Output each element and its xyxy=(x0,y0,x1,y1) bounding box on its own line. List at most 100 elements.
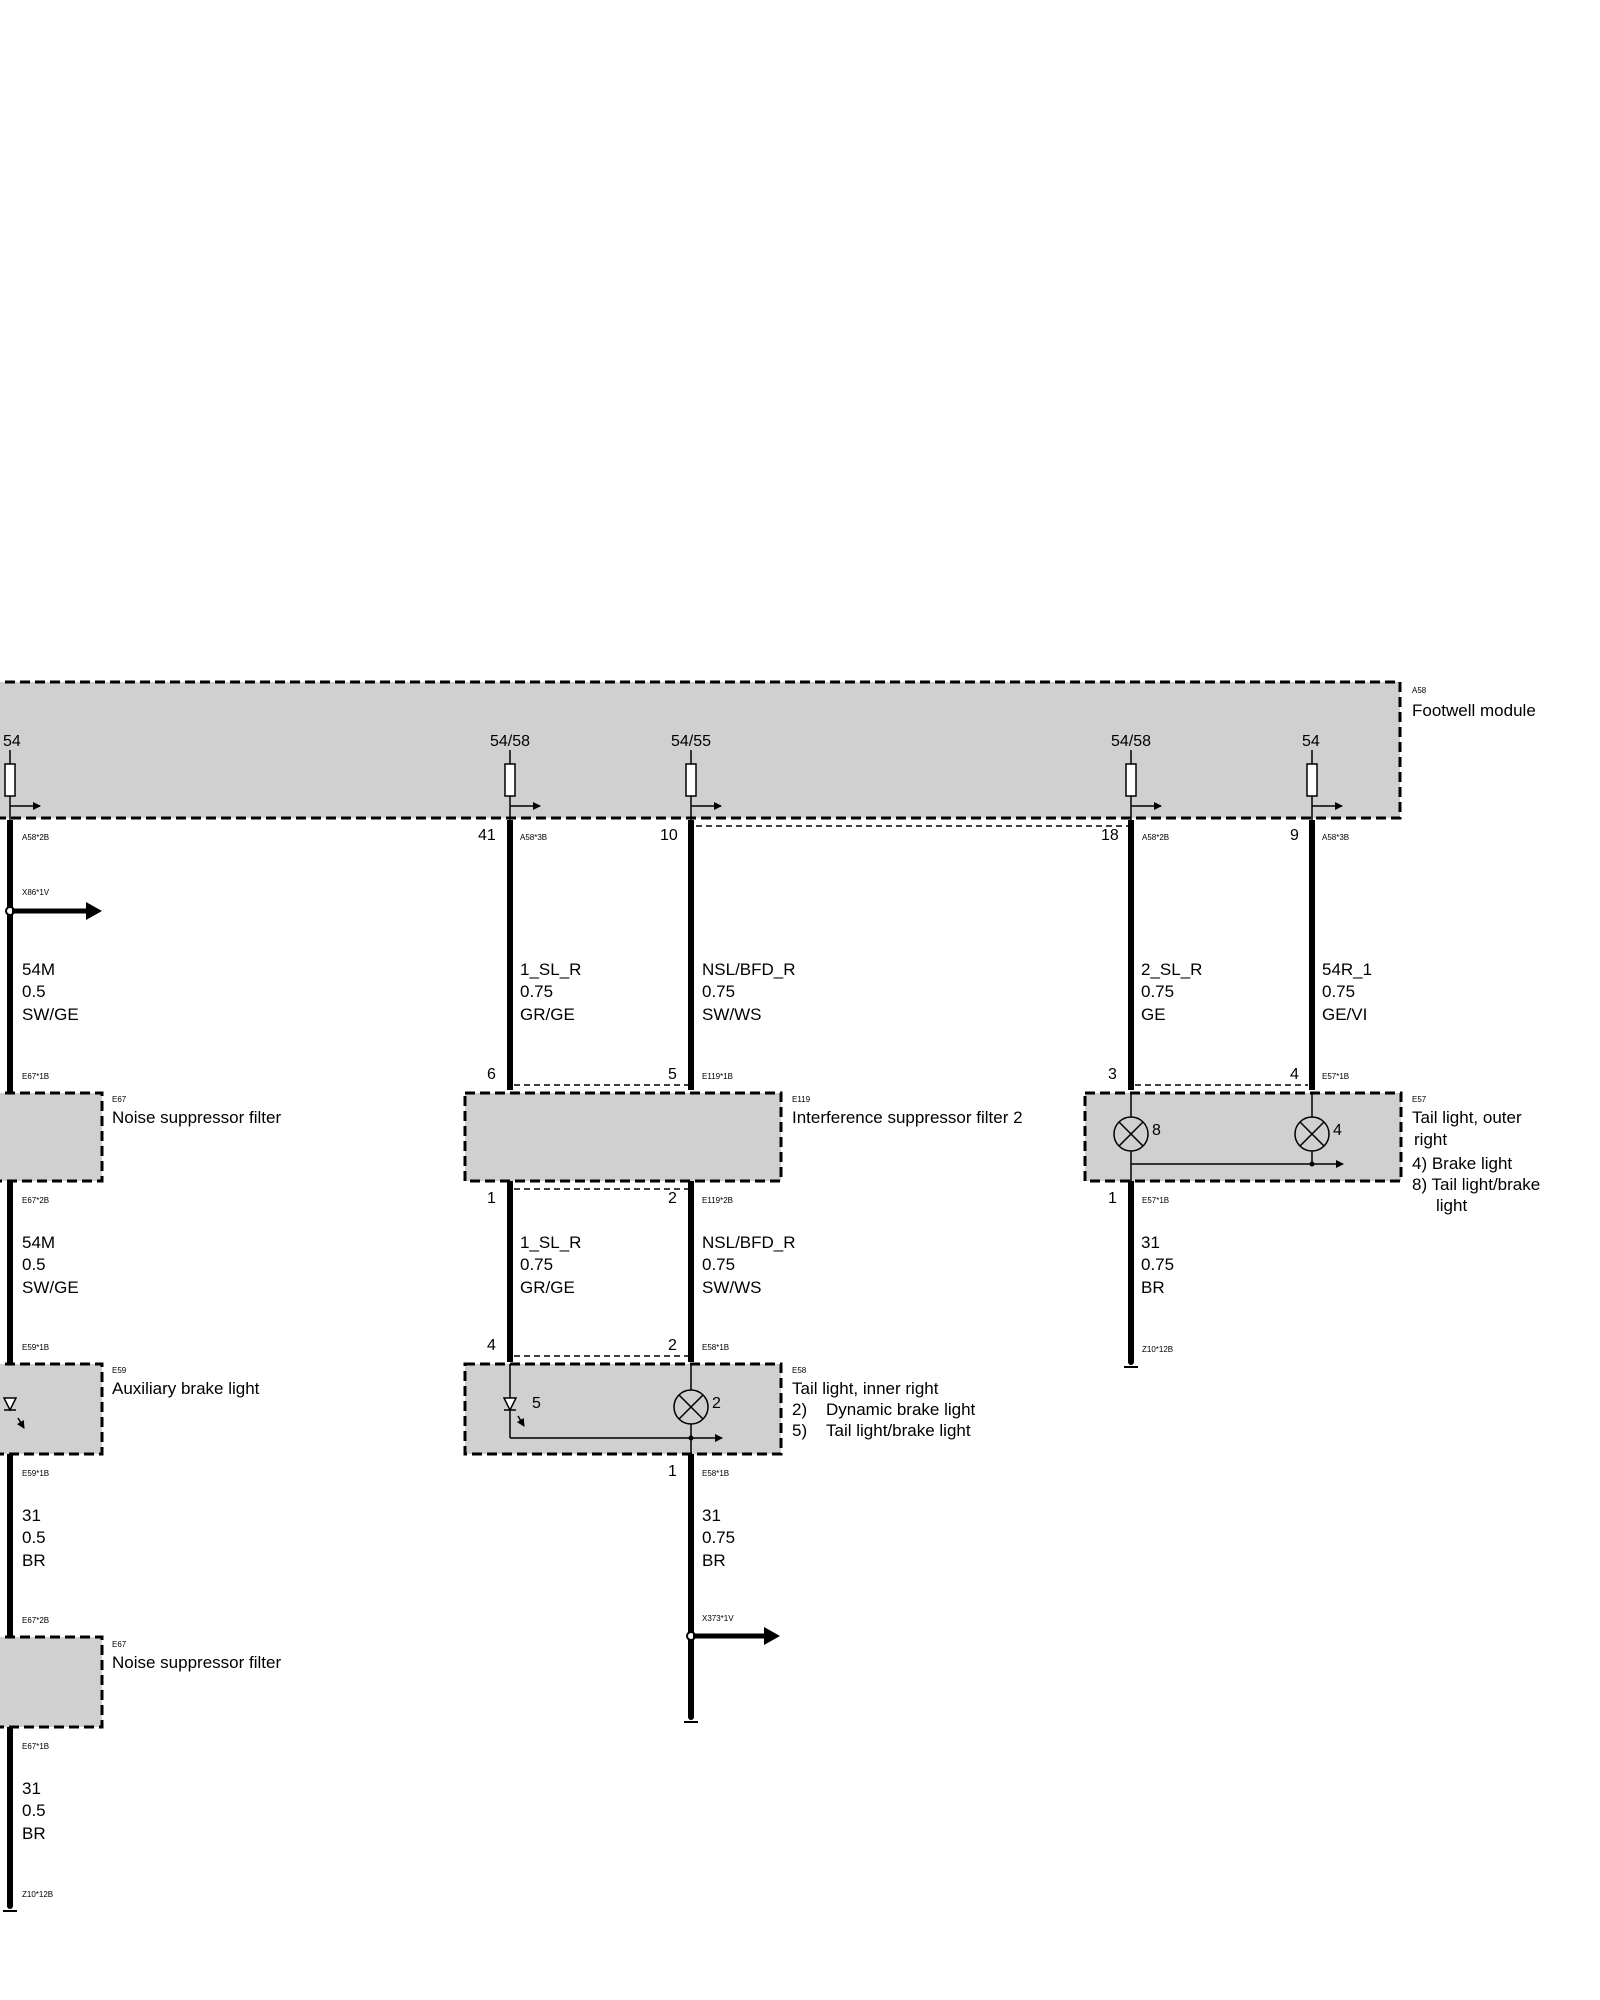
ground-label: Z10*12B xyxy=(22,1890,53,1899)
e58-box xyxy=(463,1362,783,1456)
wire-name: 31 xyxy=(22,1779,41,1798)
pin-number: 18 xyxy=(1101,827,1119,844)
e67-box-lower xyxy=(0,1635,104,1729)
fuse-label: 54/55 xyxy=(671,733,711,750)
connector-label: E58*1B xyxy=(702,1469,729,1478)
wire-name: 2_SL_R xyxy=(1141,960,1202,979)
fuse-label: 54 xyxy=(1302,733,1320,750)
led-icon xyxy=(2,1397,18,1412)
wire-name: 1_SL_R xyxy=(520,1233,581,1252)
legend-num: 5) xyxy=(792,1421,807,1440)
component-code: E67 xyxy=(112,1095,127,1104)
connector-label: E57*1B xyxy=(1322,1072,1349,1081)
wire-size: 0.75 xyxy=(1141,1255,1174,1274)
wire-name: 54R_1 xyxy=(1322,960,1372,979)
wire-color: GR/GE xyxy=(520,1278,575,1297)
pin-number: 3 xyxy=(1108,1066,1117,1083)
pin-number: 41 xyxy=(478,827,496,844)
component-title: Interference suppressor filter 2 xyxy=(792,1108,1023,1127)
pin-number: 10 xyxy=(660,827,678,844)
wire-color: SW/GE xyxy=(22,1278,79,1297)
wire-color: GR/GE xyxy=(520,1005,575,1024)
fuse-label: 54/58 xyxy=(1111,733,1151,750)
connector-label: E67*1B xyxy=(22,1742,49,1751)
e59-box xyxy=(0,1362,104,1456)
connector-label: A58*3B xyxy=(1322,833,1349,842)
wire-size: 0.75 xyxy=(702,982,735,1001)
wire-color: BR xyxy=(22,1824,46,1843)
fuse-symbol xyxy=(1125,763,1137,797)
wire-color: SW/GE xyxy=(22,1005,79,1024)
component-code: E119 xyxy=(792,1095,811,1104)
connector-label: A58*3B xyxy=(520,833,547,842)
component-title: Tail light, outer xyxy=(1412,1108,1522,1127)
wire-size: 0.75 xyxy=(1141,982,1174,1001)
pin-number: 2 xyxy=(668,1190,677,1207)
splice-arrow-head xyxy=(764,1627,780,1645)
connector-label: E58*1B xyxy=(702,1343,729,1352)
lamp-index: 8 xyxy=(1152,1122,1161,1139)
wire-size: 0.75 xyxy=(702,1528,735,1547)
pin-number: 4 xyxy=(487,1337,496,1354)
component-title: Tail light, inner right xyxy=(792,1379,939,1398)
connector-label: E67*1B xyxy=(22,1072,49,1081)
wire-name: 31 xyxy=(22,1506,41,1525)
wire-size: 0.75 xyxy=(702,1255,735,1274)
wire-size: 0.75 xyxy=(1322,982,1355,1001)
component-title: Auxiliary brake light xyxy=(112,1379,260,1398)
connector-label: E67*2B xyxy=(22,1616,49,1625)
wire-name: 54M xyxy=(22,1233,55,1252)
pin-number: 1 xyxy=(487,1190,496,1207)
component-code: E59 xyxy=(112,1366,127,1375)
wire-size: 0.75 xyxy=(520,1255,553,1274)
legend-text: 4) Brake light xyxy=(1412,1154,1512,1173)
wire-color: GE xyxy=(1141,1005,1166,1024)
pin-number: 1 xyxy=(668,1463,677,1480)
wire-name: NSL/BFD_R xyxy=(702,1233,796,1252)
splice-arrow-head xyxy=(86,902,102,920)
ground-label: Z10*12B xyxy=(1142,1345,1173,1354)
wire-name: 1_SL_R xyxy=(520,960,581,979)
connector-label: A58*2B xyxy=(22,833,49,842)
ground-symbol xyxy=(688,1714,694,1720)
fuse-label: 54 xyxy=(3,733,21,750)
pin-number: 5 xyxy=(668,1066,677,1083)
legend-text: Tail light/brake light xyxy=(826,1421,971,1440)
legend-text-cont: light xyxy=(1436,1196,1467,1215)
wire-size: 0.5 xyxy=(22,1528,46,1547)
lamp-index: 2 xyxy=(712,1395,721,1412)
legend-text: Dynamic brake light xyxy=(826,1400,976,1419)
ground-symbol xyxy=(7,1903,13,1909)
fuse-symbol xyxy=(685,763,697,797)
fuse-symbol xyxy=(4,763,16,797)
wire-color: SW/WS xyxy=(702,1005,762,1024)
connector-label: A58*2B xyxy=(1142,833,1169,842)
connector-label: E67*2B xyxy=(22,1196,49,1205)
fuse-col-2: 54/58 xyxy=(490,733,541,820)
pin-number: 1 xyxy=(1108,1190,1117,1207)
wire-color: GE/VI xyxy=(1322,1005,1367,1024)
fuse-symbol xyxy=(504,763,516,797)
lamp-index: 4 xyxy=(1333,1122,1342,1139)
fuse-col-5: 54 xyxy=(1302,733,1343,820)
fuse-label: 54/58 xyxy=(490,733,530,750)
pin-number: 2 xyxy=(668,1337,677,1354)
footwell-module-box xyxy=(0,680,1402,820)
component-title: Noise suppressor filter xyxy=(112,1653,281,1672)
component-title-cont: right xyxy=(1414,1130,1447,1149)
led-index: 5 xyxy=(532,1395,541,1412)
pin-number: 4 xyxy=(1290,1066,1299,1083)
wire-color: BR xyxy=(702,1551,726,1570)
pin-number: 6 xyxy=(487,1066,496,1083)
e67-box-upper xyxy=(0,1091,104,1183)
wire-size: 0.5 xyxy=(22,1801,46,1820)
fuse-col-4: 54/58 xyxy=(1111,733,1162,820)
connector-label: E119*1B xyxy=(702,1072,733,1081)
e57-box xyxy=(1083,1091,1403,1183)
connector-label: E119*2B xyxy=(702,1196,733,1205)
splice-label: X373*1V xyxy=(702,1614,734,1623)
wire-color: SW/WS xyxy=(702,1278,762,1297)
wire-color: BR xyxy=(1141,1278,1165,1297)
